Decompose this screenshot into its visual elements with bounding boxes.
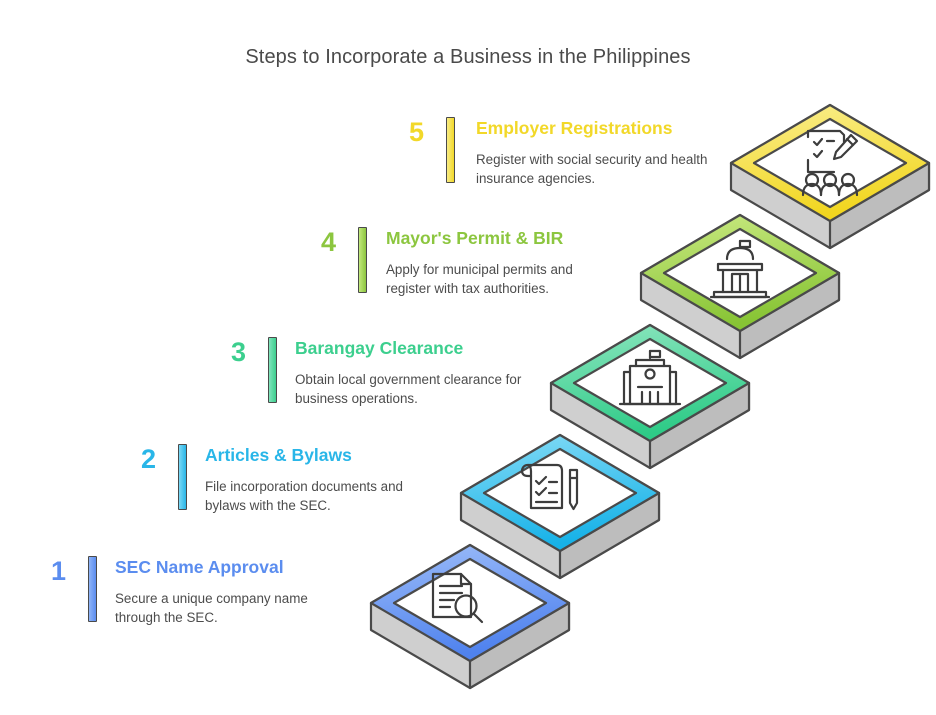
step-4-heading: Mayor's Permit & BIR [386,228,564,248]
step-5-accent-bar [446,117,455,183]
step-1-text-block: 1 SEC Name Approval Secure a unique comp… [32,556,350,628]
step-3-description: Obtain local government clearance for bu… [295,372,522,407]
step-3-plate [572,337,728,429]
step-1-number: 1 [50,556,66,586]
step-4-accent-bar [358,227,367,293]
town-hall-icon [618,349,682,406]
step-4-description: Apply for municipal permits and register… [386,262,573,297]
stair-step-2 [459,433,661,580]
step-5-heading: Employer Registrations [476,118,673,138]
step-3-number: 3 [230,337,246,367]
document-search-icon [431,572,484,624]
step-2-text-block: 2 Articles & Bylaws File incorporation d… [122,444,440,516]
step-3-text-block: 3 Barangay Clearance Obtain local govern… [212,337,530,409]
step-5-description: Register with social security and health… [476,152,708,187]
step-5-number: 5 [408,117,424,147]
government-building-icon [709,239,771,299]
step-3-heading: Barangay Clearance [295,338,464,358]
step-4-text-block: 4 Mayor's Permit & BIR Apply for municip… [302,227,621,299]
step-1-description: Secure a unique company name through the… [115,591,308,626]
stair-step-5 [729,103,931,250]
stair-step-3 [549,323,751,470]
step-1-accent-bar [88,556,97,622]
registration-form-people-icon [801,129,859,197]
step-1-heading: SEC Name Approval [115,557,284,577]
step-3-accent-bar [268,337,277,403]
step-2-number: 2 [140,444,156,474]
step-4-number: 4 [320,227,336,257]
page-title: Steps to Incorporate a Business in the P… [245,46,691,68]
step-5-text-block: 5 Employer Registrations Register with s… [390,117,711,189]
step-2-heading: Articles & Bylaws [205,445,352,465]
scroll-pen-icon [520,463,579,511]
step-5-plate [752,117,908,209]
stair-step-1 [369,543,571,690]
stair-step-4 [639,213,841,360]
step-2-description: File incorporation documents and bylaws … [205,479,403,514]
step-2-accent-bar [178,444,187,510]
